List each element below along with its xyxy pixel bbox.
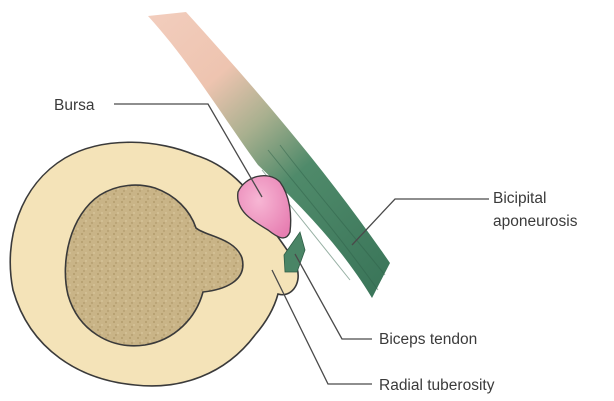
radial-tuberosity-label: Radial tuberosity — [379, 377, 495, 394]
bicipital-aponeurosis-label-line2: aponeurosis — [493, 213, 578, 230]
biceps-tendon-label: Biceps tendon — [379, 331, 477, 348]
bicipital-aponeurosis-leader-line — [352, 199, 489, 245]
bicipital-aponeurosis-label-line1: Bicipital — [493, 190, 546, 207]
bursa-label: Bursa — [54, 97, 95, 114]
